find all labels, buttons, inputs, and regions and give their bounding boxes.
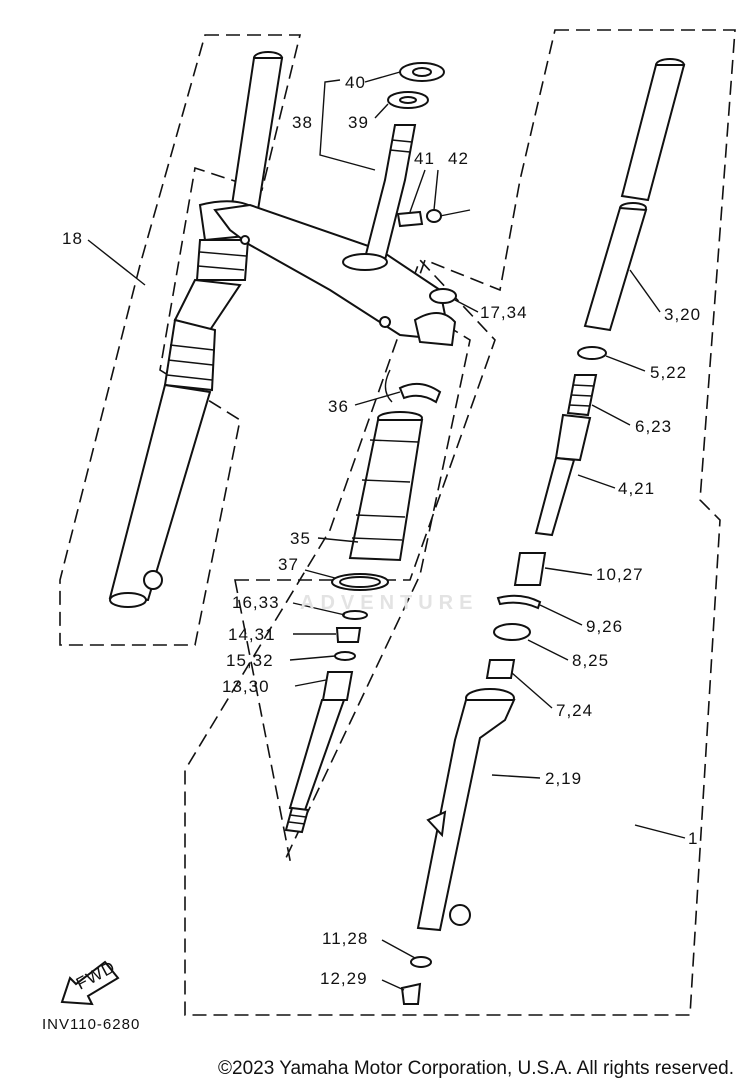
washer-14-31	[335, 627, 362, 643]
label-1: 1	[688, 829, 698, 848]
fwd-arrow-icon: FWD	[60, 957, 120, 1006]
leader-lines	[87, 71, 686, 991]
label-17-34: 17,34	[480, 303, 528, 322]
ring-15-32	[334, 651, 356, 661]
label-4-21: 4,21	[618, 479, 655, 498]
label-5-22: 5,22	[650, 363, 687, 382]
left-fork-assembly	[108, 51, 284, 608]
outer-tube-2-19	[416, 688, 516, 932]
label-42: 42	[448, 149, 469, 168]
label-40: 40	[345, 73, 366, 92]
clip-36	[398, 382, 442, 404]
label-36: 36	[328, 397, 349, 416]
dust-boot-35	[348, 411, 424, 562]
assembly-outline-right	[184, 29, 736, 1016]
spring-6-23	[566, 374, 598, 417]
cap-17-34	[429, 288, 457, 304]
steering-stem	[342, 124, 417, 271]
label-10-27: 10,27	[596, 565, 644, 584]
drawing-code: INV110-6280	[42, 1016, 141, 1033]
damper-rod	[284, 699, 346, 834]
label-12-29: 12,29	[320, 969, 368, 988]
metal-10-27	[513, 552, 547, 586]
label-39: 39	[348, 113, 369, 132]
label-14-31: 14,31	[228, 625, 276, 644]
clip-9-26	[496, 594, 542, 610]
label-38: 38	[292, 113, 313, 132]
copyright-notice: ©2023 Yamaha Motor Corporation, U.S.A. A…	[218, 1058, 734, 1079]
assembly-outline-left	[59, 34, 302, 646]
label-37: 37	[278, 555, 299, 574]
label-35: 35	[290, 529, 311, 548]
washer-42	[426, 209, 442, 223]
spring-seat-13-30	[321, 671, 354, 701]
washer-11-28	[410, 956, 432, 968]
label-7-24: 7,24	[556, 701, 593, 720]
label-8-25: 8,25	[572, 651, 609, 670]
label-41: 41	[414, 149, 435, 168]
watermark: ADVENTURE	[300, 592, 479, 614]
washer-7-24	[485, 659, 516, 679]
label-16-33: 16,33	[232, 593, 280, 612]
label-9-26: 9,26	[586, 617, 623, 636]
label-6-23: 6,23	[635, 417, 672, 436]
oil-seal-8-25	[493, 623, 531, 641]
label-15-32: 15,32	[226, 651, 274, 670]
seal-5-22	[577, 346, 607, 360]
inner-tube-3-20	[583, 58, 686, 332]
cylinder-4-21	[534, 413, 592, 537]
clamp	[413, 312, 457, 347]
label-11-28: 11,28	[322, 929, 368, 948]
label-13-30: 13,30	[222, 677, 270, 696]
part-labels: 18 40 38 39 41 42 17,34 36 35 37 16,33 1…	[62, 73, 701, 988]
bolt-41	[396, 210, 424, 228]
label-2-19: 2,19	[545, 769, 582, 788]
label-3-20: 3,20	[664, 305, 701, 324]
label-18: 18	[62, 229, 83, 248]
bolt-12-29	[400, 982, 422, 1005]
